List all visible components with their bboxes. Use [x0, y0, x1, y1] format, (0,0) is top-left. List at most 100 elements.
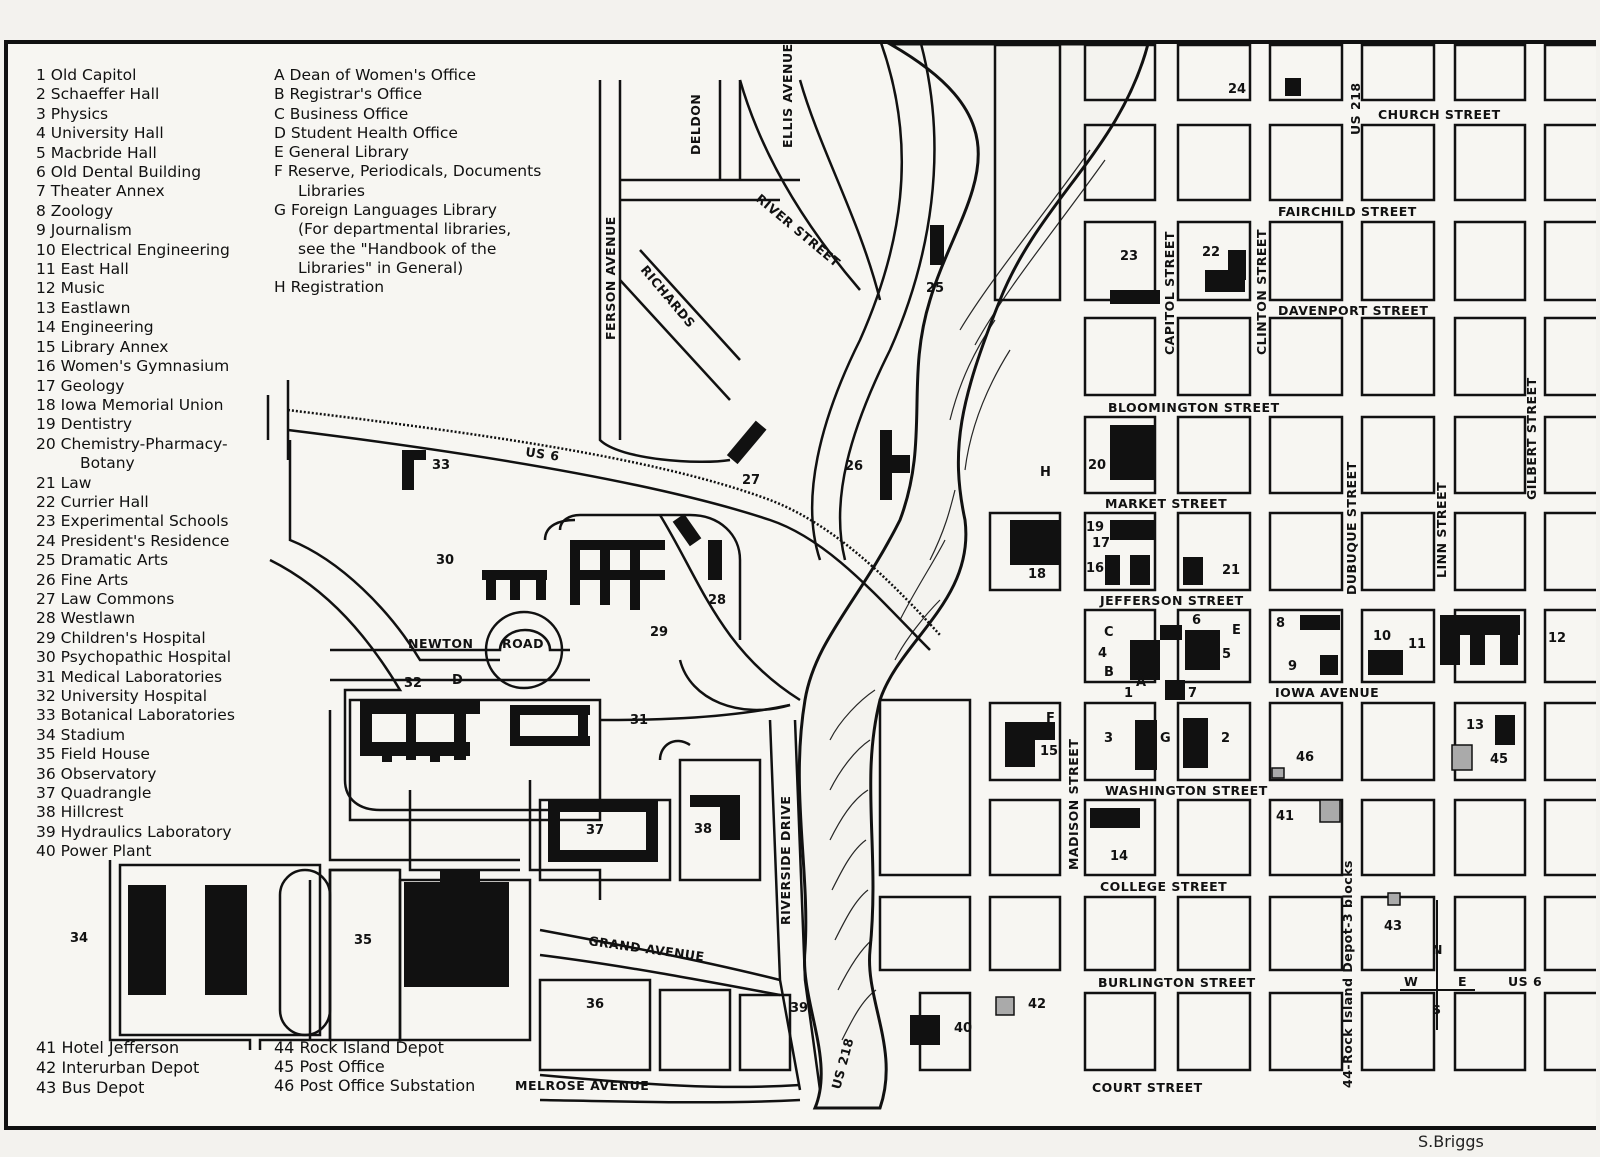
legend-item: 38 Hillcrest — [36, 803, 124, 822]
building-number: 21 — [1222, 563, 1240, 578]
building-number: 14 — [1110, 849, 1128, 864]
building-number: 40 — [954, 1021, 972, 1036]
street-label: GRAND AVENUE — [588, 933, 706, 964]
legend-item: G Foreign Languages Library — [274, 201, 497, 220]
building-number: 9 — [1288, 659, 1297, 674]
building-number: 32 — [404, 676, 422, 691]
building-number: 34 — [70, 931, 88, 946]
legend-item: 11 East Hall — [36, 260, 129, 279]
legend-item: 13 Eastlawn — [36, 298, 131, 317]
iowa-river — [797, 44, 1150, 1110]
street-label: RIVER STREET — [753, 191, 843, 270]
street-label: FERSON AVENUE — [603, 216, 618, 340]
legend-item: 36 Observatory — [36, 764, 157, 783]
legend-item: 45 Post Office — [274, 1057, 385, 1076]
office-letter: B — [1104, 665, 1114, 680]
street-label: BLOOMINGTON STREET — [1108, 400, 1280, 415]
building-number: 37 — [586, 823, 604, 838]
street-label: US 6 — [525, 444, 561, 464]
building-number: 10 — [1373, 629, 1391, 644]
legend-item: 5 Macbride Hall — [36, 143, 157, 162]
legend-item: 10 Electrical Engineering — [36, 240, 230, 259]
street-label: IOWA AVENUE — [1275, 685, 1379, 700]
office-letter: A — [1136, 675, 1146, 690]
building-number: 15 — [1040, 744, 1058, 759]
artist-signature: S.Briggs — [1418, 1132, 1484, 1151]
street-label: US 6 — [1508, 974, 1542, 989]
street-label: DUBUQUE STREET — [1344, 461, 1359, 595]
building-number: 38 — [694, 822, 712, 837]
legend-item: Botany — [80, 454, 135, 473]
buildings — [128, 78, 1520, 1045]
building-number: 12 — [1548, 631, 1566, 646]
legend-item: 4 University Hall — [36, 124, 164, 143]
legend-item: 42 Interurban Depot — [36, 1058, 200, 1077]
legend-item: B Registrar's Office — [274, 85, 423, 104]
street-label: COURT STREET — [1092, 1080, 1203, 1095]
street-label: US 218 — [1348, 82, 1363, 135]
building-number: 2 — [1221, 731, 1230, 746]
legend-item: H Registration — [274, 278, 385, 297]
street-label: CLINTON STREET — [1254, 229, 1269, 355]
legend-item: 43 Bus Depot — [36, 1078, 145, 1097]
office-letter: D — [452, 673, 463, 688]
building-number: 16 — [1086, 561, 1104, 576]
building-number: 17 — [1092, 536, 1110, 551]
building-number: 18 — [1028, 567, 1046, 582]
building-number: 30 — [436, 553, 454, 568]
street-label: CAPITOL STREET — [1162, 231, 1177, 355]
legend-item: Libraries — [298, 181, 365, 200]
building-number: 41 — [1276, 809, 1294, 824]
downtown-blocks — [878, 44, 1596, 1072]
building-number: 28 — [708, 593, 726, 608]
legend-item: 17 Geology — [36, 376, 125, 395]
legend-item: 23 Experimental Schools — [36, 512, 229, 531]
street-label: DELDON — [688, 94, 703, 155]
legend-item: 28 Westlawn — [36, 609, 136, 628]
street-label: RICHARDS — [638, 262, 699, 330]
legend-item: 21 Law — [36, 473, 92, 492]
building-number: 22 — [1202, 245, 1220, 260]
building-number: 29 — [650, 625, 668, 640]
legend-item: 20 Chemistry-Pharmacy- — [36, 434, 228, 453]
building-number: 27 — [742, 473, 760, 488]
legend-item: 33 Botanical Laboratories — [36, 706, 235, 725]
legend-item: 3 Physics — [36, 104, 109, 123]
building-number: 4 — [1098, 646, 1107, 661]
legend-item: 41 Hotel Jefferson — [36, 1038, 180, 1057]
legend-item: 19 Dentistry — [36, 415, 133, 434]
street-label: FAIRCHILD STREET — [1278, 204, 1417, 219]
campus-roads — [108, 44, 941, 1104]
office-letter: C — [1104, 625, 1114, 640]
office-letter: E — [1232, 623, 1241, 638]
legend-item: Libraries" in General) — [298, 258, 464, 277]
building-number: 25 — [926, 281, 944, 296]
street-label: RIVERSIDE DRIVE — [778, 796, 793, 925]
building-number: 3 — [1104, 731, 1113, 746]
office-letter: G — [1160, 731, 1171, 746]
building-number: 46 — [1296, 750, 1314, 765]
legend-item: 9 Journalism — [36, 221, 132, 240]
compass-w: W — [1404, 974, 1418, 989]
building-number: 11 — [1408, 637, 1426, 652]
building-number: 20 — [1088, 458, 1106, 473]
building-number: 23 — [1120, 249, 1138, 264]
legend-item: 16 Women's Gymnasium — [36, 357, 230, 376]
street-label: CHURCH STREET — [1378, 107, 1501, 122]
building-number: 45 — [1490, 752, 1508, 767]
street-label: JEFFERSON STREET — [1099, 593, 1244, 608]
street-label: ROAD — [502, 636, 544, 651]
legend-item: C Business Office — [274, 104, 409, 123]
legend-item: 39 Hydraulics Laboratory — [36, 822, 232, 841]
legend-item: E General Library — [274, 143, 409, 162]
building-number: 7 — [1188, 686, 1197, 701]
street-label: MADISON STREET — [1066, 739, 1081, 870]
legend-item: 15 Library Annex — [36, 337, 169, 356]
legend-item: 24 President's Residence — [36, 531, 230, 550]
legend-item: 12 Music — [36, 279, 105, 298]
legend-item: 6 Old Dental Building — [36, 163, 202, 182]
compass-e: E — [1458, 974, 1467, 989]
legend-item: A Dean of Women's Office — [274, 66, 476, 84]
